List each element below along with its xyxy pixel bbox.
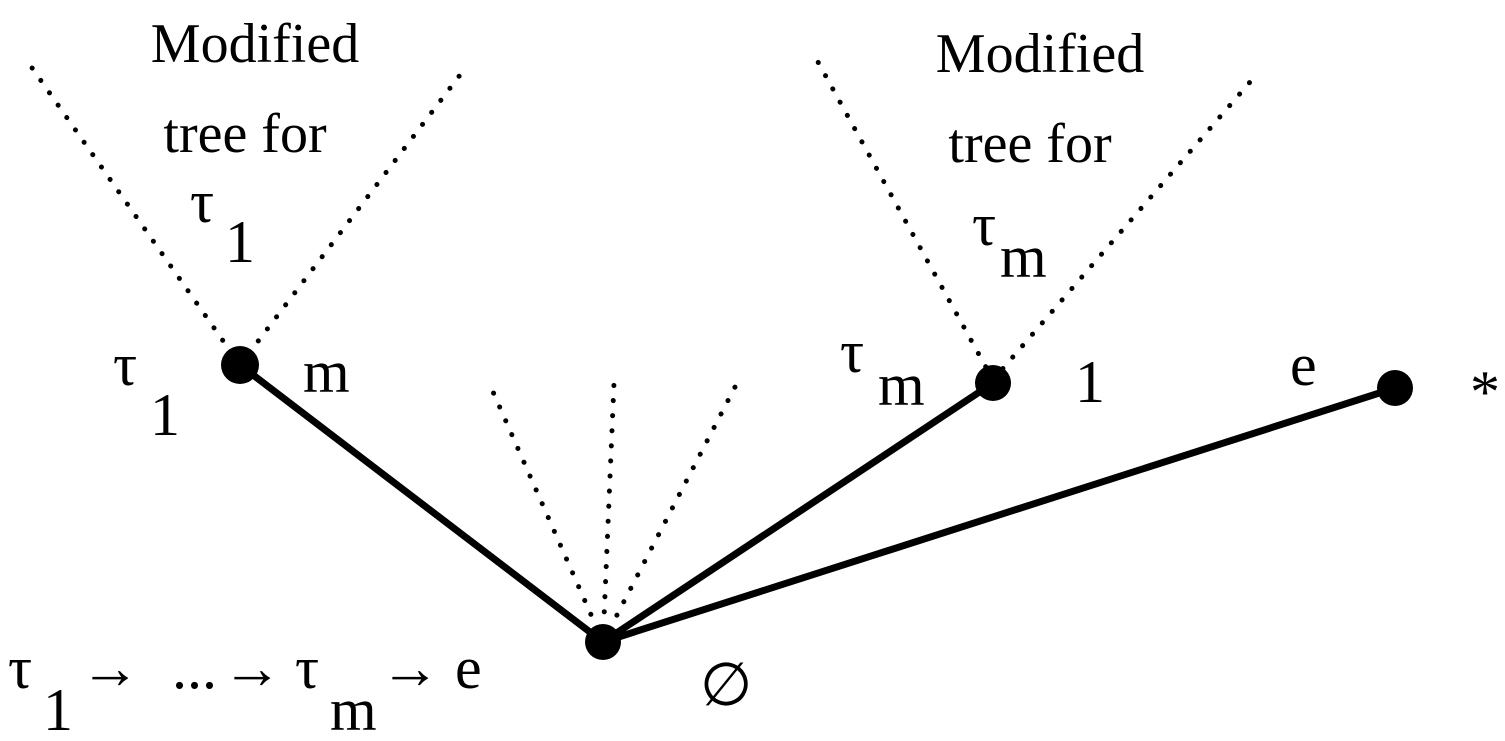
right-subtree-title-subscript: m [1000, 224, 1047, 290]
fan-left-edge [487, 382, 606, 645]
end-node-right-label: * [1470, 359, 1500, 425]
end-node-label: e [1290, 332, 1317, 398]
left-subtree-left-edge [27, 62, 243, 368]
right-subtree-title-line1: Modified [936, 23, 1144, 85]
sequence-e: e [455, 635, 482, 701]
edge-root-to-middle [599, 379, 997, 646]
right-subtree-right-edge [990, 79, 1253, 383]
left-subtree-title-subscript: 1 [225, 209, 255, 275]
left-node [221, 346, 259, 384]
fan-center-edge [600, 380, 617, 645]
left-modified-subtree: Modified tree for τ 1 [27, 13, 463, 368]
sequence-arrow-1: → [80, 635, 140, 701]
left-subtree-title-line1: Modified [151, 13, 359, 75]
left-subtree-right-edge [237, 72, 463, 368]
edge-root-to-left [236, 361, 607, 646]
edge-root-to-end [599, 384, 1399, 646]
right-subtree-title-line2: tree for [948, 113, 1112, 175]
root-node-label: ∅ [700, 652, 752, 718]
tree-nodes [221, 346, 1413, 660]
right-modified-subtree: Modified tree for τ m [815, 23, 1253, 383]
fan-right-edge [600, 384, 738, 645]
sequence-arrow-2: → [222, 635, 282, 701]
path-sequence: τ 1 → ... → τ m → e [8, 635, 482, 741]
middle-node-subscript: m [878, 352, 925, 418]
left-node-right-label: m [303, 339, 350, 405]
left-subtree-title-tau: τ [190, 169, 214, 235]
node-labels: τ 1 m τ m 1 e * ∅ [113, 319, 1500, 718]
left-subtree-title-line2: tree for [163, 103, 327, 165]
middle-dotted-fan [487, 380, 738, 645]
sequence-arrow-3: → [380, 635, 440, 701]
sequence-tau1: τ [8, 635, 32, 701]
sequence-taum-subscript: m [330, 677, 377, 741]
sequence-taum: τ [295, 635, 319, 701]
left-node-subscript: 1 [150, 382, 180, 448]
sequence-tau1-subscript: 1 [43, 677, 73, 741]
right-subtree-title-tau: τ [972, 192, 996, 258]
end-node [1377, 370, 1413, 406]
tree-edges [236, 361, 1399, 646]
middle-node-tau: τ [840, 319, 864, 385]
sequence-ellipsis: ... [172, 635, 217, 701]
middle-node [975, 365, 1011, 401]
left-node-tau: τ [113, 332, 137, 398]
root-node [585, 624, 621, 660]
middle-node-right-label: 1 [1075, 349, 1105, 415]
right-subtree-left-edge [815, 59, 996, 383]
